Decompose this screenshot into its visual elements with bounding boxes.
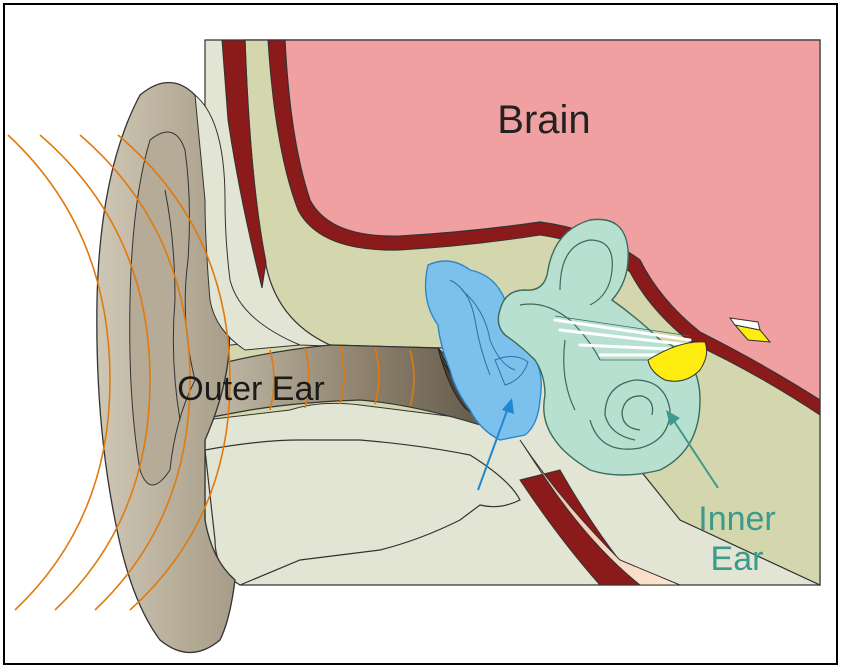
outer-ear-label: Outer Ear	[177, 370, 324, 408]
sound-wave-9	[409, 349, 415, 407]
cochlea-spiral	[589, 379, 671, 450]
nerve-yellow-1	[647, 341, 708, 382]
inner-ear-label-line1: Inner	[698, 500, 776, 538]
middle-ear-arrow	[477, 398, 514, 491]
sound-waves	[7, 134, 415, 611]
sound-wave-4	[117, 134, 231, 611]
pinna-fold-line	[164, 189, 181, 421]
inner-ear-arrow	[666, 410, 719, 489]
eustachian-tube	[519, 439, 681, 586]
pinna-inner-fold	[129, 131, 196, 486]
jaw-tissue	[204, 439, 521, 586]
pinna-back-tissue	[194, 93, 301, 351]
sound-wave-1	[7, 134, 111, 611]
semicircular-canals	[519, 239, 613, 411]
sound-wave-2	[39, 134, 151, 611]
middle-ear	[424, 260, 542, 441]
sound-wave-7	[339, 345, 345, 405]
brain-region	[284, 39, 821, 402]
nerve-white-segment	[728, 317, 761, 331]
inner-ear-label-line2: Ear	[711, 540, 764, 578]
skull-band-left	[221, 39, 267, 289]
sound-wave-3	[79, 134, 191, 611]
ossicles	[449, 279, 529, 386]
sound-wave-5	[269, 349, 275, 411]
brain-label: Brain	[497, 98, 590, 142]
sound-wave-8	[374, 347, 380, 405]
sound-wave-6	[304, 347, 310, 409]
